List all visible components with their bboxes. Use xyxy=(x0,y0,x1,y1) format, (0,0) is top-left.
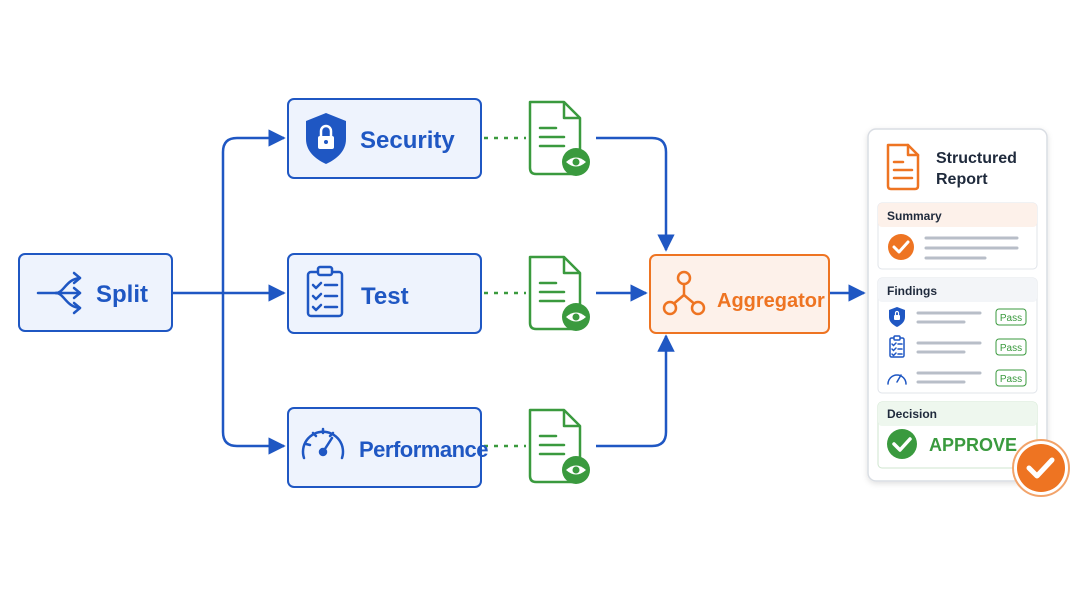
split-label: Split xyxy=(96,281,148,308)
orange-check-icon xyxy=(888,234,914,260)
test-node[interactable]: Test xyxy=(287,253,482,334)
document-review-icon xyxy=(528,100,590,176)
decision-label: Decision xyxy=(887,407,937,421)
finding-row-test: Pass xyxy=(889,335,1027,358)
structured-report-card: Structured Report Summary Findings xyxy=(867,128,1070,497)
connectors xyxy=(172,129,866,455)
security-doc-to-aggregator-arrow xyxy=(596,136,675,252)
report-document-icon xyxy=(886,143,920,191)
shield-lock-icon xyxy=(306,113,346,164)
split-to-security-arrow xyxy=(221,129,286,293)
shield-lock-icon xyxy=(889,307,905,327)
performance-node[interactable]: Performance xyxy=(287,407,489,488)
decision-section: Decision APPROVE xyxy=(877,401,1038,469)
performance-review-doc xyxy=(528,408,590,484)
split-node[interactable]: Split xyxy=(18,253,173,332)
summary-text-lines xyxy=(924,236,1019,260)
performance-label: Performance xyxy=(359,437,488,462)
summary-section: Summary xyxy=(877,202,1038,270)
clipboard-checklist-icon xyxy=(889,335,905,358)
dotted-connectors xyxy=(484,136,526,448)
approved-badge-icon xyxy=(1012,439,1070,497)
clipboard-checklist-icon xyxy=(306,265,344,318)
report-title-line1: Structured xyxy=(936,150,1017,167)
security-label: Security xyxy=(360,127,455,154)
pass-badge-text: Pass xyxy=(1000,343,1022,354)
finding-row-security: Pass xyxy=(889,307,1027,327)
document-review-icon xyxy=(528,408,590,484)
document-review-icon xyxy=(528,255,590,331)
pass-badge xyxy=(995,338,1027,356)
split-to-performance-arrow xyxy=(221,293,286,455)
network-nodes-icon xyxy=(662,270,706,316)
green-check-icon xyxy=(887,429,917,459)
pass-badge-text: Pass xyxy=(1000,374,1022,385)
security-node[interactable]: Security xyxy=(287,98,482,179)
gauge-icon xyxy=(301,427,345,460)
gauge-icon xyxy=(887,374,907,385)
findings-label: Findings xyxy=(887,284,937,298)
test-label: Test xyxy=(361,283,409,310)
finding-row-performance: Pass xyxy=(887,369,1027,387)
decision-value: APPROVE xyxy=(929,435,1017,455)
test-review-doc xyxy=(528,255,590,331)
aggregator-node[interactable]: Aggregator xyxy=(649,254,830,334)
pass-badge-text: Pass xyxy=(1000,313,1022,324)
security-review-doc xyxy=(528,100,590,176)
findings-section: Findings Pass xyxy=(877,277,1038,394)
report-title-line2: Report xyxy=(936,171,988,188)
aggregator-label: Aggregator xyxy=(717,290,825,312)
split-icon xyxy=(36,271,82,315)
performance-doc-to-aggregator-arrow xyxy=(596,334,675,448)
pass-badge xyxy=(995,369,1027,387)
summary-label: Summary xyxy=(887,209,942,223)
pass-badge xyxy=(995,308,1027,326)
